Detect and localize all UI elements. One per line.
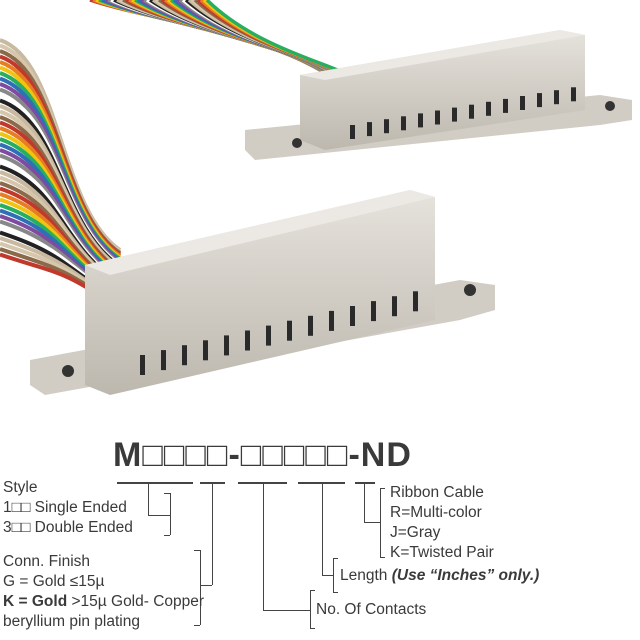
connector-slot (224, 335, 229, 356)
connector-slot (384, 119, 389, 134)
leader-line (263, 610, 310, 611)
contacts-label: No. Of Contacts (316, 601, 427, 618)
connector-slot (401, 116, 406, 131)
bracket (310, 590, 315, 591)
connector-slot (140, 355, 145, 375)
connector-slot (452, 107, 457, 122)
segment-ribbon (355, 482, 375, 484)
leader-line (263, 483, 264, 610)
connector-slot (520, 96, 525, 110)
leader-line (364, 522, 380, 523)
style-title: Style (3, 479, 38, 496)
connector-slot (418, 113, 423, 128)
segment-contacts (238, 482, 287, 484)
leader-line (148, 483, 149, 515)
finish-option-k: K = Gold >15µ Gold- Copper (3, 592, 204, 612)
connector-slot (245, 330, 250, 351)
length-note: (Use “Inches” only.) (391, 567, 540, 584)
ribbon-option-k: K=Twisted Pair (390, 544, 494, 561)
bracket (310, 628, 315, 629)
leader-line (322, 483, 323, 575)
connector-slot (413, 291, 418, 312)
bracket (333, 558, 334, 592)
connector-slot (367, 122, 372, 137)
finish-k-rest: >15µ Gold- Copper (67, 593, 205, 610)
leader-line (364, 483, 365, 522)
connector-slot (392, 296, 397, 317)
ribbon-title: Ribbon Cable (390, 484, 484, 501)
ribbon-option-r: R=Multi-color (390, 504, 482, 521)
finish-k-bold: K = Gold (3, 593, 68, 610)
bracket (333, 592, 338, 593)
length-text: Length (340, 567, 392, 584)
finish-option-k-line2: beryllium pin plating (3, 613, 140, 630)
bracket (380, 488, 385, 489)
connector-slot (469, 104, 474, 119)
length-label: Length (Use “Inches” only.) (340, 566, 539, 586)
bracket (170, 493, 171, 535)
bracket (194, 550, 200, 551)
connector-slot (287, 320, 292, 341)
bracket (380, 488, 381, 557)
connector-slot (203, 340, 208, 361)
connector-slot (329, 310, 334, 331)
connector-slot (371, 301, 376, 322)
leader-line (148, 515, 170, 516)
connector-back (245, 30, 632, 160)
ribbon-option-j: J=Gray (390, 524, 441, 541)
connector-slot (571, 87, 576, 102)
style-option-double: 3□□ Double Ended (3, 519, 133, 536)
bracket (194, 625, 200, 626)
product-photo-ribbon-cable-assembly (0, 0, 632, 395)
connector-slot (350, 306, 355, 326)
connector-front (30, 190, 495, 395)
connector-slot (435, 110, 440, 125)
bracket (333, 558, 338, 559)
connector-slot (182, 345, 187, 366)
connector-slot (350, 125, 355, 139)
bracket (164, 493, 170, 494)
connector-slot (161, 350, 166, 371)
connector-slot (266, 325, 271, 346)
segment-length (298, 482, 345, 484)
leader-line (200, 585, 212, 586)
finish-option-g: G = Gold ≤15µ (3, 573, 105, 590)
leader-line (322, 575, 333, 576)
bracket (200, 550, 201, 625)
part-number-template: M□□□□-□□□□□-ND (113, 436, 412, 474)
finish-title: Conn. Finish (3, 553, 91, 570)
connector-slot (503, 98, 508, 113)
connector-slot (308, 315, 313, 336)
bracket (310, 590, 311, 628)
connector-slot (554, 90, 559, 105)
bracket (380, 557, 385, 558)
leader-line (212, 483, 213, 585)
segment-style (117, 482, 193, 484)
connector-slot (486, 101, 491, 116)
bracket (164, 535, 170, 536)
style-option-single: 1□□ Single Ended (3, 499, 127, 516)
connector-slot (537, 93, 542, 108)
